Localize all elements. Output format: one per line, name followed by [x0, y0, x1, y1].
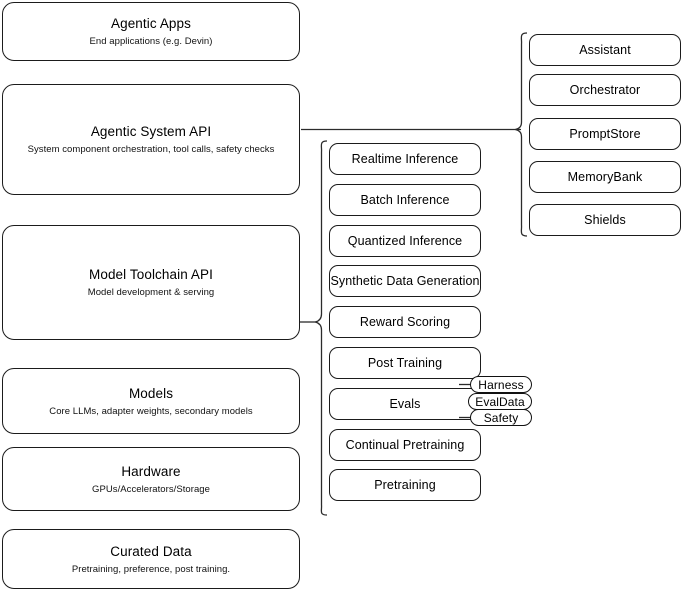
eval-badge-harness[interactable]: Harness [470, 376, 532, 393]
component-label: Shields [584, 213, 626, 227]
stack-layer-subtitle: Model development & serving [87, 287, 215, 298]
stack-layer-model-toolchain-api[interactable]: Model Toolchain API Model development & … [2, 225, 300, 340]
component-label: Assistant [579, 43, 631, 57]
toolchain-component-evals[interactable]: Evals [329, 388, 481, 420]
toolchain-component-batch-inference[interactable]: Batch Inference [329, 184, 481, 216]
stack-layer-subtitle: GPUs/Accelerators/Storage [92, 483, 210, 495]
toolchain-component-realtime-inference[interactable]: Realtime Inference [329, 143, 481, 175]
stack-layer-models[interactable]: Models Core LLMs, adapter weights, secon… [2, 368, 300, 434]
component-label: Batch Inference [360, 193, 450, 207]
badge-label: EvalData [475, 394, 525, 409]
badge-label: Safety [483, 410, 519, 425]
stack-layer-title: Model Toolchain API [89, 267, 213, 282]
component-label: Quantized Inference [347, 234, 463, 248]
stack-layer-title: Agentic Apps [110, 16, 191, 31]
agentic-component-assistant[interactable]: Assistant [529, 34, 681, 66]
brace-agentic-components [513, 32, 528, 237]
badge-label: Harness [478, 377, 524, 392]
toolchain-component-pretraining[interactable]: Pretraining [329, 469, 481, 501]
stack-layer-agentic-apps[interactable]: Agentic Apps End applications (e.g. Devi… [2, 2, 300, 61]
stack-layer-title: Curated Data [110, 543, 192, 559]
brace-toolchain-components [313, 140, 328, 516]
stack-layer-hardware[interactable]: Hardware GPUs/Accelerators/Storage [2, 447, 300, 511]
component-label: MemoryBank [567, 170, 643, 184]
toolchain-component-reward-scoring[interactable]: Reward Scoring [329, 306, 481, 338]
component-label: Post Training [367, 356, 443, 370]
stack-layer-subtitle: Core LLMs, adapter weights, secondary mo… [49, 405, 253, 417]
stack-layer-subtitle: End applications (e.g. Devin) [89, 36, 213, 47]
component-label: Realtime Inference [351, 152, 459, 166]
component-label: Continual Pretraining [345, 438, 465, 452]
component-label: Reward Scoring [359, 315, 451, 329]
component-label: Orchestrator [569, 83, 641, 97]
eval-badge-evaldata[interactable]: EvalData [468, 393, 532, 410]
toolchain-component-synthetic-data-generation[interactable]: Synthetic Data Generation [329, 265, 481, 297]
agentic-component-orchestrator[interactable]: Orchestrator [529, 74, 681, 106]
component-label: PromptStore [569, 127, 641, 141]
stack-layer-title: Agentic System API [90, 124, 212, 139]
stack-layer-subtitle: Pretraining, preference, post training. [71, 563, 231, 575]
agentic-component-shields[interactable]: Shields [529, 204, 681, 236]
component-label: Evals [389, 397, 421, 411]
stack-layer-title: Models [128, 385, 174, 401]
stack-layer-curated-data[interactable]: Curated Data Pretraining, preference, po… [2, 529, 300, 589]
stack-layer-title: Hardware [121, 463, 181, 479]
eval-badge-safety[interactable]: Safety [470, 409, 532, 426]
toolchain-component-quantized-inference[interactable]: Quantized Inference [329, 225, 481, 257]
toolchain-component-continual-pretraining[interactable]: Continual Pretraining [329, 429, 481, 461]
agentic-component-promptstore[interactable]: PromptStore [529, 118, 681, 150]
agentic-component-memorybank[interactable]: MemoryBank [529, 161, 681, 193]
stack-layer-subtitle: System component orchestration, tool cal… [27, 144, 275, 155]
component-label: Synthetic Data Generation [330, 274, 480, 288]
toolchain-component-post-training[interactable]: Post Training [329, 347, 481, 379]
stack-layer-agentic-system-api[interactable]: Agentic System API System component orch… [2, 84, 300, 195]
component-label: Pretraining [374, 478, 436, 492]
